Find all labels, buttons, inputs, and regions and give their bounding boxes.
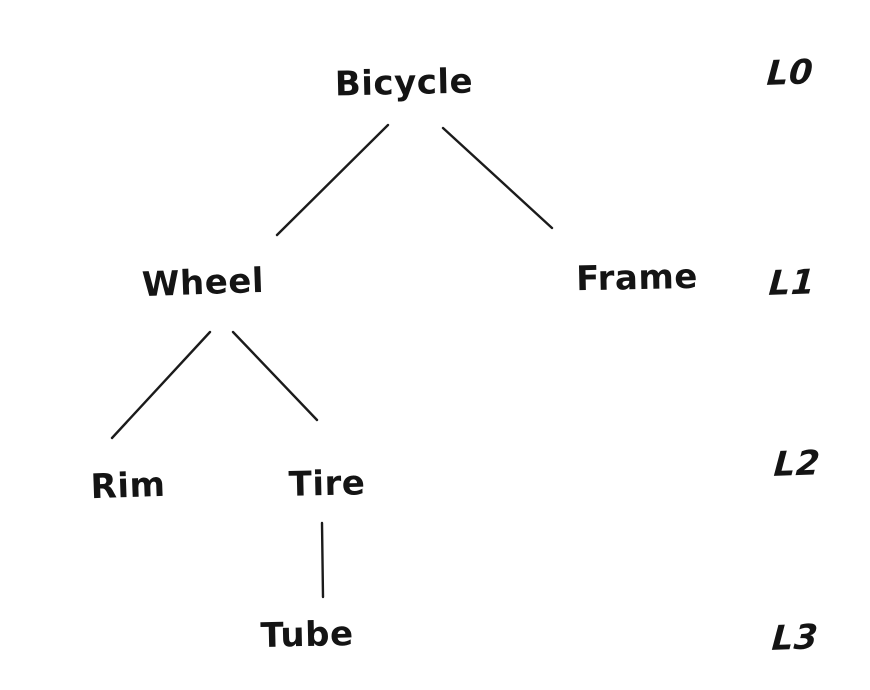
level-label-l2: L2 (772, 443, 822, 485)
tree-node-tube: Tube (260, 614, 354, 656)
edge-bicycle-frame (441, 126, 554, 230)
edge-tire-tube (320, 521, 325, 599)
edge-wheel-rim (110, 330, 212, 440)
level-label-l0: L0 (765, 52, 815, 94)
edge-bicycle-wheel (275, 123, 390, 237)
tree-node-frame: Frame (575, 256, 699, 300)
tree-node-wheel: Wheel (141, 260, 265, 306)
tree-node-rim: Rim (89, 464, 167, 508)
level-label-l3: L3 (770, 617, 820, 659)
tree-node-bicycle: Bicycle (334, 61, 474, 105)
tree-node-tire: Tire (288, 463, 366, 505)
edge-wheel-tire (231, 330, 319, 422)
level-label-l1: L1 (767, 262, 817, 304)
